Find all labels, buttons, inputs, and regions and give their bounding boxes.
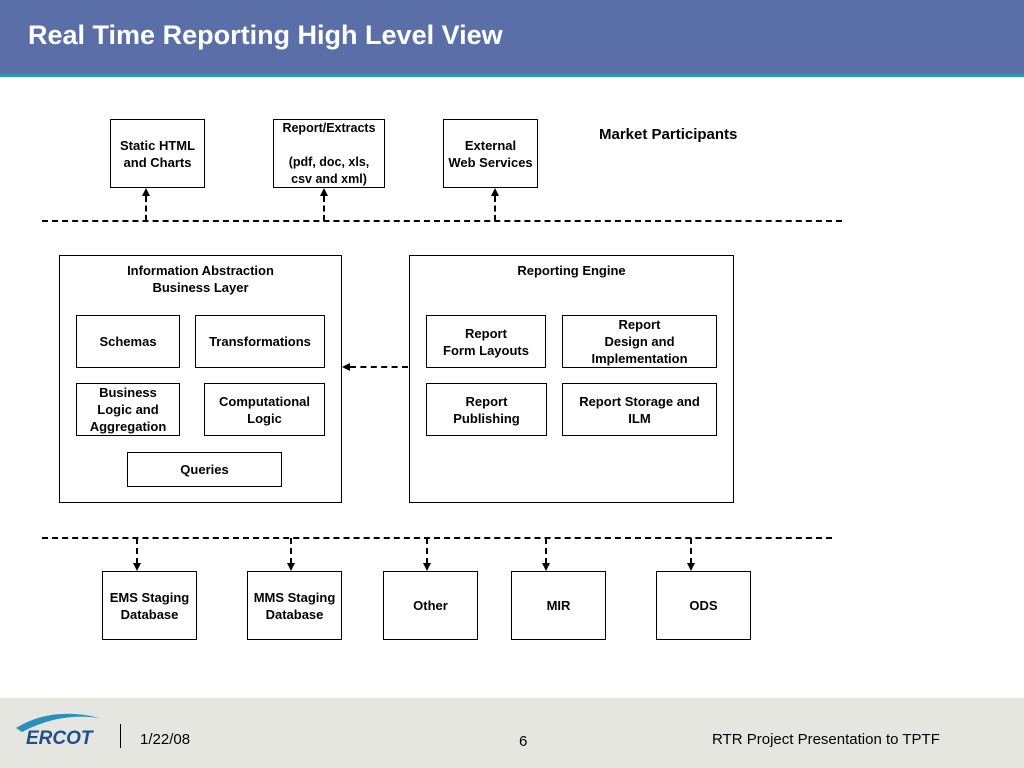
information-abstraction-title: Information Abstraction Business Layer: [127, 263, 274, 295]
mms-staging-database-box: MMS Staging Database: [247, 571, 342, 640]
connector-line: [145, 196, 147, 221]
slide-title: Real Time Reporting High Level View: [28, 20, 503, 50]
connector-line: [426, 538, 428, 564]
lower-boundary-line: [42, 537, 832, 539]
connector-line: [350, 366, 408, 368]
upper-boundary-line: [42, 220, 842, 222]
footer-date: 1/22/08: [140, 731, 191, 748]
ods-box: ODS: [656, 571, 751, 640]
connector-line: [323, 196, 325, 221]
arrow-up-icon: [491, 188, 499, 196]
arrow-down-icon: [687, 563, 695, 571]
arrow-down-icon: [423, 563, 431, 571]
ercot-logo: ERCOT: [12, 708, 104, 757]
market-participants-label: Market Participants: [599, 126, 738, 143]
external-web-services-box: External Web Services: [443, 119, 538, 188]
report-design-implementation-box: Report Design and Implementation: [562, 315, 717, 368]
report-storage-ilm-box: Report Storage and ILM: [562, 383, 717, 436]
report-extracts-box: Report/Extracts (pdf, doc, xls, csv and …: [273, 119, 385, 188]
ems-staging-database-box: EMS Staging Database: [102, 571, 197, 640]
connector-line: [494, 196, 496, 221]
transformations-box: Transformations: [195, 315, 325, 368]
svg-text:ERCOT: ERCOT: [26, 728, 94, 749]
reporting-engine-title: Reporting Engine: [517, 263, 626, 278]
mir-box: MIR: [511, 571, 606, 640]
other-source-box: Other: [383, 571, 478, 640]
footer-separator: [120, 724, 121, 748]
arrow-up-icon: [320, 188, 328, 196]
arrow-left-icon: [342, 363, 350, 371]
connector-line: [545, 538, 547, 564]
footer-presentation-title: RTR Project Presentation to TPTF: [712, 731, 940, 748]
slide-footer: [0, 698, 1024, 768]
schemas-box: Schemas: [76, 315, 180, 368]
arrow-down-icon: [287, 563, 295, 571]
arrow-down-icon: [133, 563, 141, 571]
page-number: 6: [519, 733, 528, 750]
arrow-down-icon: [542, 563, 550, 571]
connector-line: [690, 538, 692, 564]
arrow-up-icon: [142, 188, 150, 196]
computational-logic-box: Computational Logic: [204, 383, 325, 436]
connector-line: [290, 538, 292, 564]
queries-box: Queries: [127, 452, 282, 487]
static-html-box: Static HTML and Charts: [110, 119, 205, 188]
report-publishing-box: Report Publishing: [426, 383, 547, 436]
connector-line: [136, 538, 138, 564]
report-form-layouts-box: Report Form Layouts: [426, 315, 546, 368]
reporting-engine: Reporting Engine: [409, 255, 734, 503]
slide-header: [0, 0, 1024, 77]
business-logic-box: Business Logic and Aggregation: [76, 383, 180, 436]
